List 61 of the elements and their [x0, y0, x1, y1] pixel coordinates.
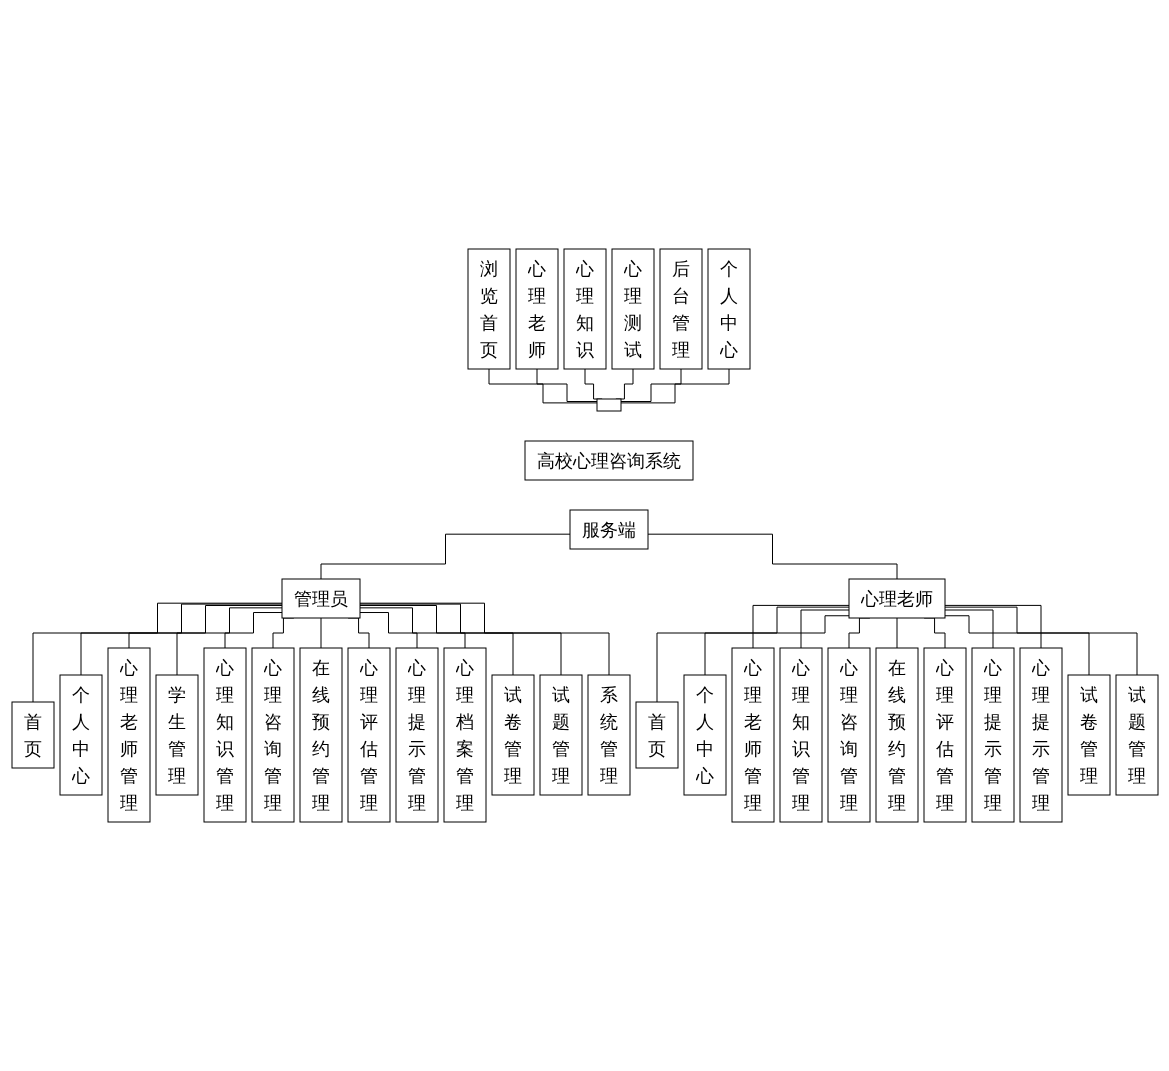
node-box: 试卷管理 — [1067, 674, 1110, 796]
connector — [320, 533, 570, 580]
node-box: 首页 — [11, 701, 54, 769]
connector — [536, 368, 597, 402]
connector — [359, 603, 561, 676]
node-box: 浏览首页 — [467, 248, 510, 370]
node-box: 学生管理 — [155, 674, 198, 796]
connector — [32, 602, 282, 703]
node-box: 管理员 — [281, 578, 360, 619]
connector — [359, 605, 513, 676]
connector — [128, 605, 282, 649]
connector — [359, 602, 609, 676]
connector — [620, 368, 729, 404]
node-box: 心理测试 — [611, 248, 654, 370]
connector — [896, 617, 897, 649]
connector — [488, 368, 597, 404]
node-box: 心理提示管理 — [1019, 647, 1062, 823]
node-box: 在线预约管理 — [875, 647, 918, 823]
connector — [800, 615, 849, 649]
connector — [944, 609, 1041, 649]
connector — [944, 604, 1137, 676]
connector — [944, 615, 993, 649]
connector — [752, 609, 849, 649]
node-box: 高校心理咨询系统 — [524, 440, 693, 481]
node-box: 心理老师 — [515, 248, 558, 370]
connector — [656, 604, 849, 703]
node-box: 心理知识管理 — [203, 647, 246, 823]
node-box: 心理评估管理 — [347, 647, 390, 823]
node-box: 个人中心 — [707, 248, 750, 370]
connector — [224, 612, 282, 649]
node-box: 心理评估管理 — [923, 647, 966, 823]
node-box: 系统管理 — [587, 674, 630, 796]
node-box: 心理知识管理 — [779, 647, 822, 823]
node-box: 试题管理 — [1115, 674, 1158, 796]
node-box: 心理咨询管理 — [827, 647, 870, 823]
node-box: 后台管理 — [659, 248, 702, 370]
connector — [647, 533, 897, 580]
node-box: 心理提示管理 — [395, 647, 438, 823]
node-box: 心理咨询管理 — [251, 647, 294, 823]
node-box: 心理知识 — [563, 248, 606, 370]
connector — [320, 617, 321, 649]
connector — [620, 368, 681, 402]
node-box: 心理老师管理 — [731, 647, 774, 823]
node-box: 心理档案管理 — [443, 647, 486, 823]
node-box: 心理老师 — [848, 578, 945, 619]
connector — [704, 606, 849, 676]
connector — [359, 612, 417, 649]
node-box: 服务端 — [569, 509, 648, 550]
node-box: 首页 — [635, 701, 678, 769]
node-box: 心理老师管理 — [107, 647, 150, 823]
node-box: 试题管理 — [539, 674, 582, 796]
connector — [944, 606, 1089, 676]
node-box — [596, 398, 621, 412]
node-box: 个人中心 — [683, 674, 726, 796]
node-box: 在线预约管理 — [299, 647, 342, 823]
node-box: 心理提示管理 — [971, 647, 1014, 823]
connector — [359, 607, 465, 649]
node-box: 试卷管理 — [491, 674, 534, 796]
connector — [176, 607, 282, 676]
node-box: 个人中心 — [59, 674, 102, 796]
connector — [80, 603, 282, 676]
